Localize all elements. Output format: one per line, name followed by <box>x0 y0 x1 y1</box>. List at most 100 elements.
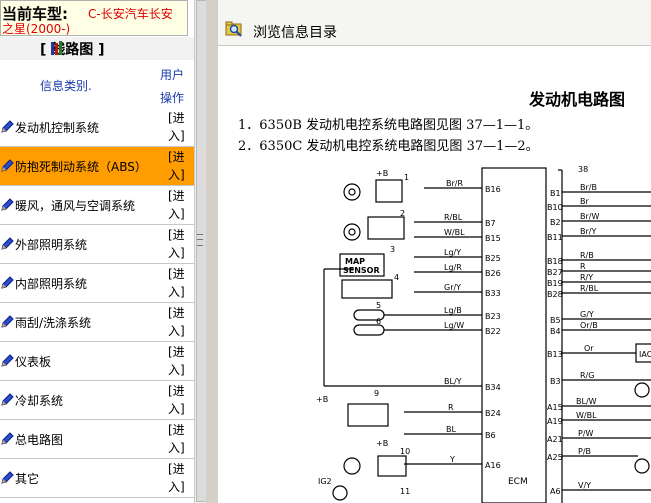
wire-label: G/Y <box>580 310 594 319</box>
current-car-value[interactable]: C-长安汽车长安 <box>88 7 173 21</box>
category-row-instrument-panel[interactable]: 仪表板 [进入] <box>0 342 194 381</box>
category-row-other[interactable]: 其它 [进入] <box>0 459 194 498</box>
category-row-interior-lighting[interactable]: 内部照明系统 [进入] <box>0 264 194 303</box>
document-line: 2．6350C 发动机电控系统电路图见图 37—1—2。 <box>238 139 539 154</box>
wire-label: R/Y <box>580 273 593 282</box>
category-label[interactable]: 雨刮/洗涤系统 <box>15 316 92 330</box>
pin-label: B13 <box>547 350 563 359</box>
pin-label: B25 <box>485 254 501 263</box>
category-label[interactable]: 外部照明系统 <box>15 238 88 252</box>
wire-label: Lg/W <box>444 321 464 330</box>
pane-splitter[interactable] <box>206 0 218 503</box>
component-number: 2 <box>400 209 405 218</box>
component-number: 1 <box>404 173 409 182</box>
wire-label: Br/B <box>580 183 597 192</box>
current-car-box: 当前车型: C-长安汽车长安 之星(2000-) <box>0 0 188 36</box>
component-number: 9 <box>374 389 379 398</box>
category-row-cooling[interactable]: 冷却系统 [进入] <box>0 381 194 420</box>
wire-label: P/B <box>578 447 591 456</box>
pin-label: A21 <box>547 435 563 444</box>
enter-link[interactable]: [进入] <box>168 189 185 221</box>
right-pane: 浏览信息目录 发动机电路图 1．6350B 发动机电控系统电路图见图 37—1—… <box>218 0 651 503</box>
enter-link[interactable]: [进入] <box>168 345 185 377</box>
category-row-exterior-lighting[interactable]: 外部照明系统 [进入] <box>0 225 194 264</box>
pin-label: B24 <box>485 409 501 418</box>
wire-label: R <box>448 403 454 412</box>
pin-label: B4 <box>550 327 561 336</box>
component-number: 6 <box>376 317 381 326</box>
pin-label: B6 <box>485 431 496 440</box>
pin-label: A19 <box>547 417 563 426</box>
category-label[interactable]: 内部照明系统 <box>15 277 88 291</box>
category-label[interactable]: 其它 <box>15 472 40 486</box>
pin-label: B11 <box>547 233 563 242</box>
category-row-wiper-washer[interactable]: 雨刮/洗涤系统 [进入] <box>0 303 194 342</box>
iac-label: IAC <box>639 350 651 359</box>
document-view: 发动机电路图 1．6350B 发动机电控系统电路图见图 37—1—1。 2．63… <box>218 46 651 503</box>
ecm-label: ECM <box>508 477 528 487</box>
pin-label: B16 <box>485 185 501 194</box>
enter-link[interactable]: [进入] <box>168 384 185 416</box>
category-row-main-circuit[interactable]: 总电路图 [进入] <box>0 420 194 459</box>
category-label[interactable]: 发动机控制系统 <box>15 121 100 135</box>
component-number: 11 <box>400 487 410 496</box>
plus-b-label: +B <box>376 169 388 178</box>
wire-label: Br/Y <box>580 227 596 236</box>
wire-label: Br/W <box>580 212 599 221</box>
pencil-icon <box>1 432 14 445</box>
enter-link[interactable]: [进入] <box>168 150 185 182</box>
pin-label: A16 <box>485 461 501 470</box>
wire-label: Lg/R <box>444 263 462 272</box>
category-label[interactable]: 冷却系统 <box>15 394 64 408</box>
category-row-abs[interactable]: 防抱死制动系统（ABS） [进入] <box>0 147 194 186</box>
enter-link[interactable]: [进入] <box>168 228 185 260</box>
pencil-icon <box>1 159 14 172</box>
pin-label: A6 <box>550 487 561 496</box>
pin-label: B22 <box>485 327 501 336</box>
wire-label: Y <box>449 455 455 464</box>
enter-link[interactable]: [进入] <box>168 462 185 494</box>
column-header-category: 信息类别. <box>40 79 92 93</box>
pin-label: B10 <box>547 203 563 212</box>
wire-label: Br/R <box>446 179 463 188</box>
current-car-value-line2[interactable]: 之星(2000-) <box>2 22 71 36</box>
ecm-block-left-edge <box>481 167 547 503</box>
wire-label: Lg/Y <box>444 248 461 257</box>
category-label[interactable]: 暖风，通风与空调系统 <box>15 199 136 213</box>
wire-label: R <box>580 262 586 271</box>
pin-label: B1 <box>550 189 561 198</box>
category-label[interactable]: 总电路图 <box>15 433 64 447</box>
component-number: 10 <box>400 447 410 456</box>
pin-label: B27 <box>547 268 563 277</box>
wire-label: V/Y <box>578 481 591 490</box>
category-row-hvac[interactable]: 暖风，通风与空调系统 [进入] <box>0 186 194 225</box>
pencil-icon <box>1 237 14 250</box>
category-label[interactable]: 仪表板 <box>15 355 52 369</box>
pin-label: B15 <box>485 234 501 243</box>
pencil-icon <box>1 471 14 484</box>
pencil-icon <box>1 276 14 289</box>
left-pane: 当前车型: C-长安汽车长安 之星(2000-) [ 线路图 ] 信息类别. 用… <box>0 0 194 503</box>
pencil-icon <box>1 393 14 406</box>
current-car-label: 当前车型: <box>2 5 68 23</box>
pencil-icon <box>1 120 14 133</box>
wire-label: BL <box>446 425 456 434</box>
enter-link[interactable]: [进入] <box>168 267 185 299</box>
pin-label: B19 <box>547 279 563 288</box>
pencil-icon <box>1 198 14 211</box>
pencil-icon <box>1 315 14 328</box>
column-header-user-ops: 用户 操作 <box>160 68 185 105</box>
enter-link[interactable]: [进入] <box>168 306 185 338</box>
enter-link[interactable]: [进入] <box>168 423 185 455</box>
pin-label: B26 <box>485 269 501 278</box>
wire-label: Lg/B <box>444 306 462 315</box>
component-number: 5 <box>376 301 381 310</box>
pencil-icon <box>1 354 14 367</box>
wire-label: R/BL <box>580 284 599 293</box>
splitter-grip-icon[interactable] <box>197 234 203 246</box>
document-titlebar-label: 浏览信息目录 <box>253 25 337 41</box>
wire-label: R/B <box>580 251 594 260</box>
enter-link[interactable]: [进入] <box>168 111 185 143</box>
category-row-engine-control[interactable]: 发动机控制系统 [进入] <box>0 108 194 147</box>
category-label[interactable]: 防抱死制动系统（ABS） <box>15 160 147 174</box>
